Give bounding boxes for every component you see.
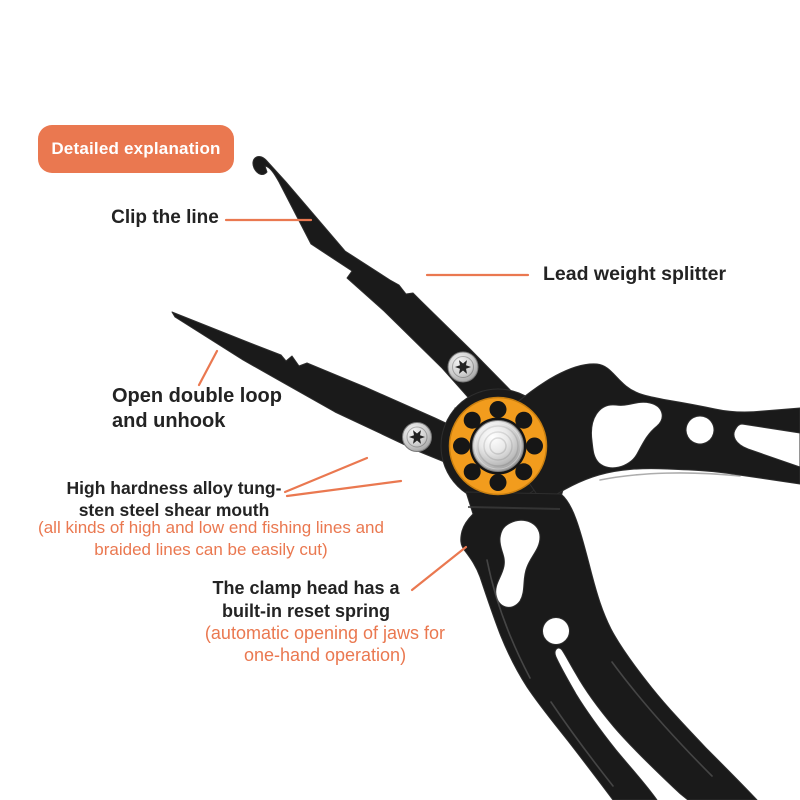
callout-line-shear-2: [285, 479, 403, 498]
torx-screw-lower: [402, 422, 432, 452]
pivot-seam: [467, 506, 561, 510]
note-line: braided lines can be easily cut): [94, 539, 328, 559]
note-shear-mouth: (all kinds of high and low end fishing l…: [6, 517, 416, 560]
handle-highlights: [486, 472, 741, 787]
pivot-ring-holes: [453, 401, 543, 491]
torx-screw-upper: [447, 351, 479, 383]
callout-line-clamp: [410, 545, 468, 592]
plier-lower-handle: [460, 491, 758, 800]
label-clamp-head: The clamp head has a built-in reset spri…: [186, 577, 426, 622]
label-line: and unhook: [112, 410, 226, 432]
label-line: The clamp head has a: [212, 578, 400, 598]
label-clip-the-line: Clip the line: [111, 207, 219, 228]
note-line: (all kinds of high and low end fishing l…: [38, 518, 384, 537]
label-line: built-in reset spring: [221, 600, 390, 621]
callout-line-open-loop: [197, 349, 219, 387]
note-line: one-hand operation): [243, 645, 407, 665]
label-line: High hardness alloy tung-: [66, 478, 282, 498]
label-line: sten steel shear mouth: [78, 499, 270, 520]
note-line: (automatic opening of jaws for: [204, 623, 446, 643]
callout-line-shear-1: [283, 456, 369, 494]
pivot-center-disc: [472, 420, 524, 472]
label-line: Open double loop: [112, 385, 282, 407]
callout-lines: [197, 218, 530, 592]
label-open-double-loop: Open double loop and unhook: [112, 384, 282, 434]
pivot-machined-rings: [474, 422, 522, 470]
note-clamp-head: (automatic opening of jaws for one-hand …: [194, 622, 456, 666]
detailed-explanation-badge: Detailed explanation: [38, 125, 234, 173]
plier-upper-handle: [513, 363, 800, 504]
pivot-hub: [448, 396, 548, 496]
label-lead-weight-splitter: Lead weight splitter: [543, 263, 727, 285]
label-shear-mouth: High hardness alloy tung- sten steel she…: [49, 478, 299, 521]
